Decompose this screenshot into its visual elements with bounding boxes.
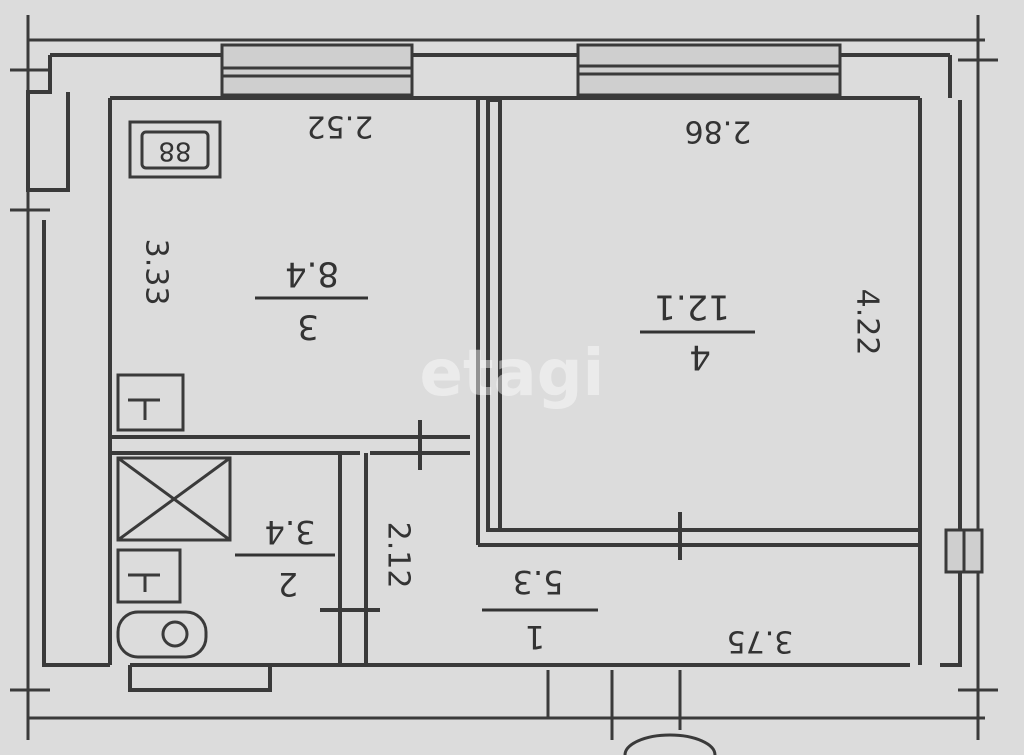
toilet-icon <box>116 610 208 659</box>
fixtures <box>116 120 232 659</box>
room-labels: 88 2.52 3.33 8.4 3 2.86 4.22 12.1 4 3.4 … <box>139 109 885 659</box>
bottom-mark-icon <box>623 733 717 755</box>
room-2-number: 2 <box>278 565 298 603</box>
watermark: etagi <box>420 337 605 411</box>
room-3-area: 8.4 <box>285 254 339 294</box>
shower-icon <box>116 456 232 542</box>
room-2-dim: 2.12 <box>381 522 416 589</box>
room-4-dim-top: 2.86 <box>685 114 752 149</box>
window-left <box>220 43 414 97</box>
stove-label: 88 <box>158 136 191 166</box>
room-4-dim-side: 4.22 <box>850 289 885 356</box>
stove-icon <box>128 120 222 179</box>
window-right <box>576 43 842 97</box>
inner-walls <box>112 98 918 665</box>
room-1-area: 5.3 <box>513 563 564 601</box>
room-3-dim-side: 3.33 <box>139 239 174 306</box>
kitchen-sink-icon <box>116 373 185 432</box>
room-1-dim: 3.75 <box>727 624 794 659</box>
room-1-number: 1 <box>525 618 545 656</box>
windows <box>220 43 984 574</box>
room-2-area: 3.4 <box>265 513 316 551</box>
room-4-number: 4 <box>689 337 711 377</box>
room-4-area: 12.1 <box>654 287 730 327</box>
room-3-dim-top: 2.52 <box>307 109 374 144</box>
bathroom-sink-icon <box>116 548 182 604</box>
room-3-number: 3 <box>297 307 319 347</box>
